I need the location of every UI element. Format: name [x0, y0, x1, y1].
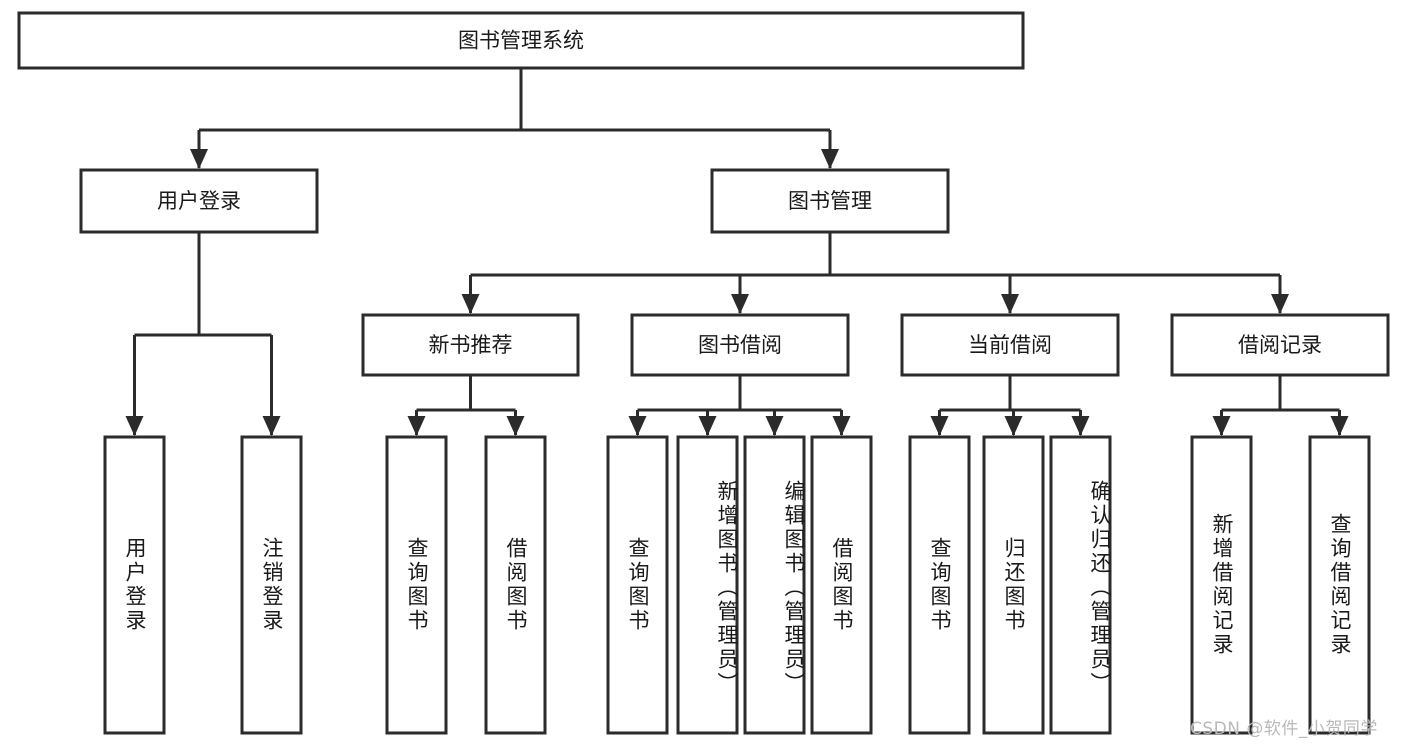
node-box-leaf-query-book-borrow[interactable]: [606, 435, 669, 735]
arrow-head: [1004, 416, 1023, 436]
node-box-leaf-user-login[interactable]: [103, 435, 166, 735]
arrow-head: [461, 294, 480, 314]
node-box-leaf-add-book-admin[interactable]: [676, 435, 739, 735]
node-box-current-borrow[interactable]: [900, 313, 1120, 377]
node-box-leaf-edit-book-admin[interactable]: [743, 435, 806, 735]
arrow-head: [1071, 416, 1090, 436]
node-box-borrow-record[interactable]: [1170, 313, 1390, 377]
node-label-book-borrow: 图书借阅: [698, 333, 782, 357]
node-label-root: 图书管理系统: [458, 29, 584, 53]
arrow-head: [1212, 416, 1231, 436]
node-label-book-management: 图书管理: [788, 189, 872, 213]
node-box-leaf-return-book[interactable]: [982, 435, 1045, 735]
node-box-user-login[interactable]: [79, 168, 319, 234]
arrow-head: [506, 416, 525, 436]
node-label-user-login: 用户登录: [157, 189, 241, 213]
arrow-head: [125, 416, 144, 436]
csdn-watermark: CSDN @软件_小贺同学: [1190, 719, 1378, 739]
node-box-leaf-add-borrow-record[interactable]: [1190, 435, 1253, 735]
arrow-head: [1001, 294, 1019, 314]
arrow-head: [765, 416, 784, 436]
node-box-root[interactable]: [17, 11, 1025, 70]
node-box-book-borrow[interactable]: [630, 313, 850, 377]
node-box-leaf-borrow-book[interactable]: [810, 435, 873, 735]
arrow-head: [407, 416, 426, 436]
node-label-new-book-recommend: 新书推荐: [429, 333, 513, 357]
node-label-borrow-record: 借阅记录: [1238, 333, 1322, 357]
node-box-book-management[interactable]: [710, 168, 950, 234]
node-box-leaf-query-book-recommend[interactable]: [385, 435, 448, 735]
node-box-leaf-user-logout[interactable]: [240, 435, 303, 735]
arrow-head: [731, 294, 749, 314]
arrow-head: [930, 416, 949, 436]
arrow-head: [821, 149, 839, 169]
arrow-head: [262, 416, 281, 436]
node-box-new-book-recommend[interactable]: [361, 313, 580, 377]
node-box-leaf-borrow-book-recommend[interactable]: [484, 435, 547, 735]
arrow-head: [698, 416, 717, 436]
arrow-head: [1271, 294, 1289, 314]
connector-layer: [125, 68, 1349, 436]
node-label-current-borrow: 当前借阅: [968, 333, 1052, 357]
node-box-leaf-query-book-current[interactable]: [908, 435, 971, 735]
node-box-layer: [17, 11, 1390, 735]
arrow-head: [1330, 416, 1349, 436]
arrow-head: [628, 416, 647, 436]
arrow-head: [190, 149, 208, 169]
node-box-leaf-query-borrow-record[interactable]: [1308, 435, 1371, 735]
node-box-leaf-confirm-return-admin[interactable]: [1049, 435, 1112, 735]
arrow-head: [832, 416, 851, 436]
